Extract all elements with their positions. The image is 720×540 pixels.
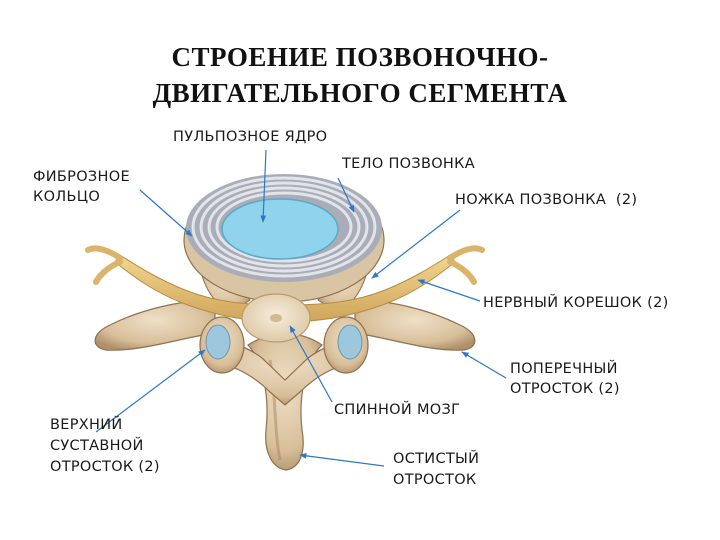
label-superior-line-2: СУСТАВНОЙ: [50, 437, 144, 455]
arrow-spinous: [300, 455, 384, 466]
label-spinal-cord: СПИННОЙ МОЗГ: [334, 401, 460, 419]
label-nucleus-pulposus: ПУЛЬПОЗНОЕ ЯДРО: [173, 128, 327, 146]
label-annulus-line-2: КОЛЬЦО: [33, 188, 100, 206]
label-annulus-line-1: ФИБРОЗНОЕ: [33, 168, 130, 186]
superior-articular-facet-right: [338, 325, 362, 359]
label-superior-line-1: ВЕРХНИЙ: [50, 416, 122, 434]
nucleus-pulposus: [222, 199, 338, 259]
label-vertebral-body: ТЕЛО ПОЗВОНКА: [342, 155, 475, 173]
arrow-transverse: [462, 352, 506, 378]
superior-articular-facet-left: [206, 325, 230, 359]
label-superior-line-3: ОТРОСТОК (2): [50, 458, 160, 476]
nerve-root-branch-left: [88, 248, 120, 282]
label-transverse-line-2: ОТРОСТОК (2): [510, 380, 620, 398]
spinal-cord-center: [270, 314, 282, 322]
label-spinous-line-1: ОСТИСТЫЙ: [393, 450, 479, 468]
label-transverse-line-1: ПОПЕРЕЧНЫЙ: [510, 360, 618, 378]
arrow-nerve-root: [418, 280, 480, 301]
arrow-annulus: [140, 190, 192, 236]
label-nerve-root: НЕРВНЫЙ КОРЕШОК (2): [483, 294, 669, 312]
label-pedicle: НОЖКА ПОЗВОНКА (2): [455, 191, 637, 209]
nerve-root-branch-right: [450, 248, 482, 282]
label-spinous-line-2: ОТРОСТОК: [393, 471, 477, 489]
